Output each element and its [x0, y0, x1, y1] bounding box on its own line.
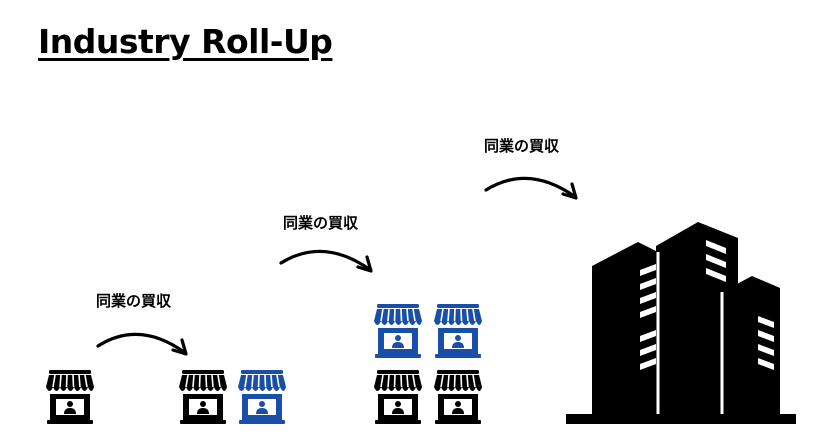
acquired-store-icon	[433, 304, 483, 358]
page-title: Industry Roll-Up	[38, 22, 333, 61]
step-label-1: 同業の買収	[96, 292, 172, 310]
step-label-3: 同業の買収	[484, 137, 560, 155]
curved-arrow-icon	[484, 176, 578, 200]
office-buildings-icon	[566, 222, 796, 424]
curved-arrow-icon	[96, 332, 188, 356]
acquired-store-icon	[373, 304, 423, 358]
store-icon	[433, 370, 483, 424]
store-icon	[373, 370, 423, 424]
curved-arrow-icon	[279, 249, 373, 273]
store-icon	[45, 370, 95, 424]
store-icon	[178, 370, 228, 424]
step-label-2: 同業の買収	[283, 214, 359, 232]
acquired-store-icon	[237, 370, 287, 424]
